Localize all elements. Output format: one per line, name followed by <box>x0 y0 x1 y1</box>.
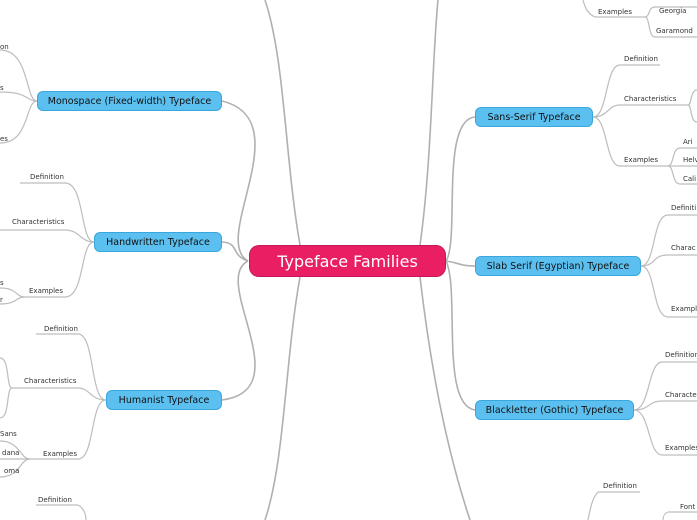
branch-humanist[interactable]: Humanist Typeface <box>106 390 222 410</box>
branch-label: Humanist Typeface <box>118 394 210 406</box>
leaf-sans-serif-example-2[interactable]: Helv <box>683 156 697 164</box>
leaf-handwritten-characteristics[interactable]: Characteristics <box>12 218 65 226</box>
leaf-sans-serif-example-3[interactable]: Cali <box>683 175 697 183</box>
branch-monospace[interactable]: Monospace (Fixed-width) Typeface <box>37 91 222 111</box>
branch-slab-serif[interactable]: Slab Serif (Egyptian) Typeface <box>475 256 641 276</box>
branch-label: Slab Serif (Egyptian) Typeface <box>486 260 630 272</box>
leaf-bottom-left-definition[interactable]: Definition <box>38 496 72 504</box>
leaf-humanist-example-1[interactable]: Sans <box>0 430 17 438</box>
leaf-monospace-examples[interactable]: es <box>0 135 8 143</box>
leaf-bottom-right-definition[interactable]: Definition <box>603 482 637 490</box>
leaf-serif-example-garamond[interactable]: Garamond <box>656 27 693 35</box>
branch-handwritten[interactable]: Handwritten Typeface <box>94 232 222 252</box>
leaf-sans-serif-definition[interactable]: Definition <box>624 55 658 63</box>
leaf-monospace-definition[interactable]: on <box>0 43 9 51</box>
leaf-handwritten-example-1[interactable]: s <box>0 279 4 287</box>
leaf-blackletter-characteristics[interactable]: Characte <box>665 391 697 399</box>
leaf-sans-serif-example-1[interactable]: Ari <box>683 138 693 146</box>
leaf-bottom-right-font[interactable]: Font <box>680 503 696 511</box>
leaf-humanist-examples[interactable]: Examples <box>43 450 78 458</box>
leaf-serif-example-georgia[interactable]: Georgia <box>659 7 687 15</box>
leaf-blackletter-definition[interactable]: Definition <box>665 351 697 359</box>
leaf-serif-examples[interactable]: Examples <box>598 8 633 16</box>
leaf-handwritten-example-2[interactable]: r <box>0 296 3 304</box>
leaf-slab-serif-characteristics[interactable]: Charac <box>671 244 696 252</box>
branch-label: Sans-Serif Typeface <box>487 111 581 123</box>
leaf-handwritten-definition[interactable]: Definition <box>30 173 64 181</box>
leaf-slab-serif-examples[interactable]: Exampl <box>671 305 697 313</box>
leaf-blackletter-examples[interactable]: Examples <box>665 444 697 452</box>
leaf-sans-serif-examples[interactable]: Examples <box>624 156 659 164</box>
branch-label: Blackletter (Gothic) Typeface <box>485 404 624 416</box>
leaf-humanist-characteristics[interactable]: Characteristics <box>24 377 77 385</box>
leaf-humanist-example-3[interactable]: oma <box>4 467 20 475</box>
root-node[interactable]: Typeface Families <box>249 245 446 277</box>
leaf-monospace-characteristics[interactable]: s <box>0 84 4 92</box>
branch-sans-serif[interactable]: Sans-Serif Typeface <box>475 107 593 127</box>
leaf-humanist-example-2[interactable]: dana <box>2 449 20 457</box>
branch-label: Monospace (Fixed-width) Typeface <box>47 95 212 107</box>
leaf-sans-serif-characteristics[interactable]: Characteristics <box>624 95 677 103</box>
leaf-slab-serif-definition[interactable]: Definiti <box>671 204 697 212</box>
leaf-humanist-definition[interactable]: Definition <box>44 325 78 333</box>
branch-label: Handwritten Typeface <box>106 236 210 248</box>
leaf-handwritten-examples[interactable]: Examples <box>29 287 64 295</box>
branch-blackletter[interactable]: Blackletter (Gothic) Typeface <box>475 400 634 420</box>
root-label: Typeface Families <box>277 251 418 271</box>
